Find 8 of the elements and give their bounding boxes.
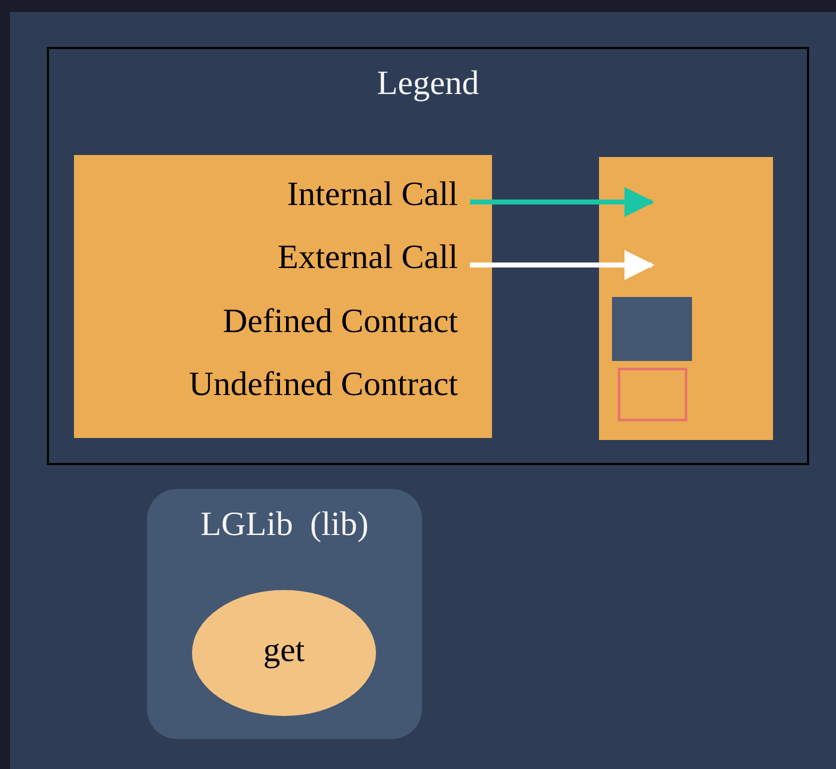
legend-label: External Call	[276, 238, 458, 278]
legend-label: Defined Contract	[222, 302, 458, 342]
library-cluster	[147, 489, 422, 739]
legend-label: Undefined Contract	[188, 365, 458, 405]
cluster-title: LGLib (lib)	[199, 505, 370, 545]
legend-label: Internal Call	[286, 175, 458, 215]
legend-title: Legend	[376, 64, 480, 104]
function-ellipse: get	[192, 590, 376, 716]
